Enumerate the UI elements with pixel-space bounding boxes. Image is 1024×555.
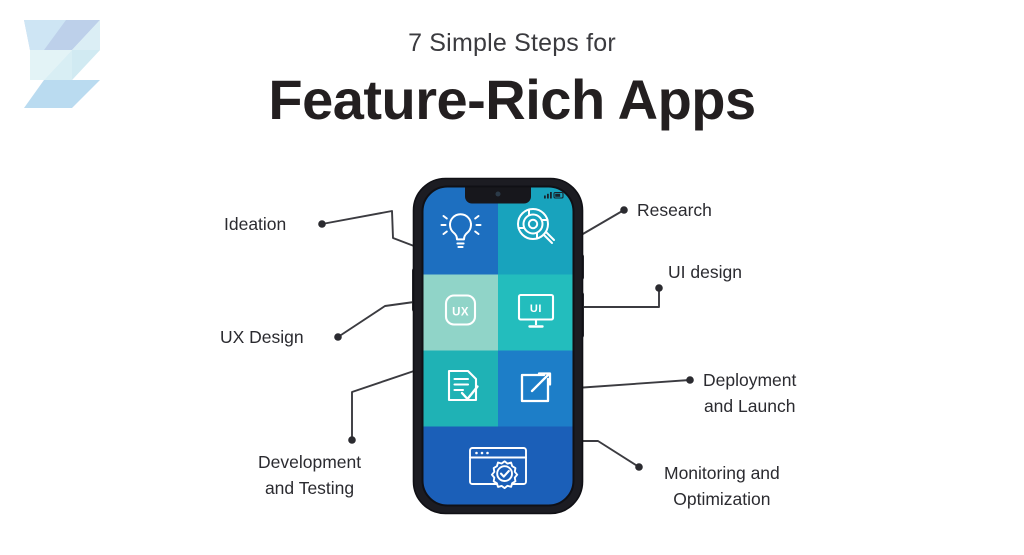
callout-ui-design: UI design bbox=[668, 260, 742, 285]
page-title: 7 Simple Steps for Feature-Rich Apps bbox=[0, 26, 1024, 136]
connector-dot-monitoring bbox=[635, 463, 643, 471]
callout-research-line1: Research bbox=[637, 200, 712, 220]
callout-development: Development and Testing bbox=[258, 449, 361, 501]
ux-badge-label: UX bbox=[452, 307, 469, 319]
tile-development[interactable] bbox=[422, 350, 499, 427]
connector-ideation bbox=[321, 210, 415, 247]
signal-battery-indicator bbox=[544, 191, 564, 199]
connector-deployment bbox=[575, 379, 691, 389]
callout-ui-design-line1: UI design bbox=[668, 262, 742, 282]
callout-research: Research bbox=[637, 198, 712, 223]
screen-bezel bbox=[421, 185, 575, 507]
tile-ux-design[interactable] bbox=[422, 274, 499, 351]
brand-logo bbox=[14, 14, 110, 114]
connector-ui-design bbox=[575, 287, 660, 308]
callout-development-line2: and Testing bbox=[264, 478, 355, 498]
callout-monitoring-line2: Optimization bbox=[673, 489, 771, 509]
phone-mockup: UX UI bbox=[410, 176, 586, 516]
connector-development bbox=[351, 370, 415, 441]
phone-notch bbox=[465, 186, 531, 204]
callout-ideation-line1: Ideation bbox=[224, 214, 287, 234]
front-camera-dot bbox=[495, 191, 501, 197]
connector-dot-development bbox=[348, 436, 356, 444]
chevron-s-logo-icon bbox=[24, 20, 100, 108]
callout-ideation: Ideation bbox=[224, 212, 286, 237]
title-headline: Feature-Rich Apps bbox=[268, 68, 756, 131]
phone-frame: UX UI bbox=[412, 177, 584, 515]
title-eyebrow: 7 Simple Steps for bbox=[408, 29, 616, 57]
monitor-ui-icon: UI bbox=[517, 293, 555, 328]
callout-monitoring: Monitoring and Optimization bbox=[664, 460, 780, 512]
callout-ux-design: UX Design bbox=[220, 325, 304, 350]
connector-ux-design bbox=[337, 301, 415, 338]
monitor-ui-label: UI bbox=[530, 303, 542, 315]
connector-dot-research bbox=[620, 206, 628, 214]
ux-badge-icon: UX bbox=[444, 294, 477, 326]
callout-monitoring-line1: Monitoring and bbox=[664, 463, 780, 483]
callout-deployment-line2: and Launch bbox=[703, 396, 796, 416]
callout-development-line1: Development bbox=[258, 452, 362, 472]
callout-deployment-line1: Deployment bbox=[703, 370, 797, 390]
callout-ux-design-line1: UX Design bbox=[220, 327, 304, 347]
magnifier-target-icon bbox=[517, 208, 555, 244]
callout-deployment: Deployment and Launch bbox=[703, 367, 796, 419]
connector-dot-ui-design bbox=[655, 284, 663, 292]
connector-dot-ideation bbox=[318, 220, 326, 228]
lightbulb-icon bbox=[440, 213, 482, 248]
browser-gear-icon bbox=[469, 447, 527, 490]
checklist-document-icon bbox=[447, 369, 479, 402]
connector-dot-ux-design bbox=[334, 333, 342, 341]
phone-screen: UX UI bbox=[422, 186, 574, 506]
tile-ui-design[interactable] bbox=[498, 274, 574, 351]
connector-dot-deployment bbox=[686, 376, 694, 384]
gear-icon bbox=[490, 460, 519, 490]
external-launch-icon bbox=[520, 372, 552, 403]
